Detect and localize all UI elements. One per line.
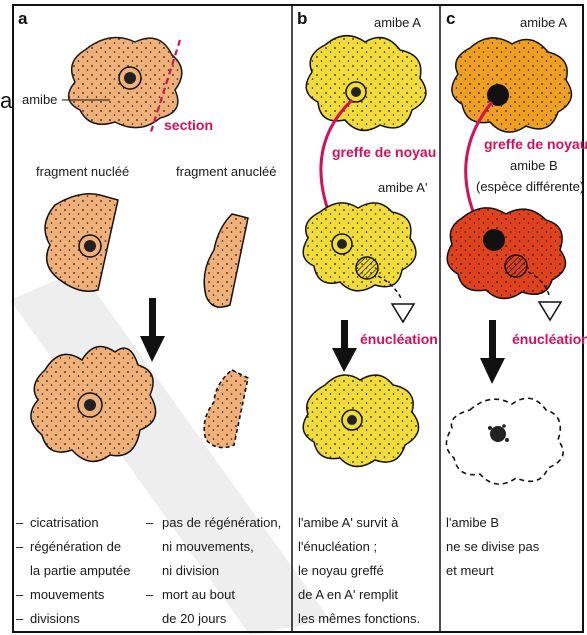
result-right-3: ni division bbox=[162, 563, 219, 578]
arrow-down-c bbox=[480, 320, 505, 384]
caption-c-1: l'amibe B bbox=[446, 515, 499, 530]
result-right-2: ni mouvements, bbox=[162, 539, 254, 554]
result-right-4: mort au bout bbox=[162, 587, 235, 602]
label-amibe-a: amibe bbox=[22, 92, 57, 107]
label-fragment-anucleated: fragment anucléé bbox=[176, 164, 276, 179]
label-b-graft: greffe de noyau bbox=[332, 144, 436, 160]
result-left-5: divisions bbox=[30, 611, 80, 626]
result-right-5: de 20 jours bbox=[162, 611, 227, 626]
label-b-amibe-a: amibe A bbox=[374, 15, 421, 30]
svg-text:–: – bbox=[16, 611, 24, 626]
results-left-list: – cicatrisation – régénération de la par… bbox=[16, 515, 130, 626]
svg-text:–: – bbox=[146, 515, 154, 530]
caption-c: l'amibe B ne se divise pas et meurt bbox=[446, 515, 540, 578]
nucleus-b-removed bbox=[356, 257, 378, 279]
caption-c-3: et meurt bbox=[446, 563, 494, 578]
svg-text:–: – bbox=[16, 539, 24, 554]
label-fragment-nucleated: fragment nucléé bbox=[36, 164, 129, 179]
label-b-amibe-a-prime: amibe A' bbox=[378, 180, 427, 195]
caption-b-5: les mêmes fonctions. bbox=[298, 611, 420, 626]
caption-b-3: le noyau greffé bbox=[298, 563, 384, 578]
label-section: section bbox=[164, 117, 213, 133]
label-c-amibe-b: amibe B bbox=[510, 158, 558, 173]
caption-b-4: de A en A' remplit bbox=[298, 587, 398, 602]
result-left-1: cicatrisation bbox=[30, 515, 99, 530]
result-right-1: pas de régénération, bbox=[162, 515, 281, 530]
svg-text:–: – bbox=[16, 587, 24, 602]
nucleus-c-removed bbox=[505, 255, 527, 277]
label-c-species: (espèce différente) bbox=[476, 179, 584, 194]
label-c-graft: greffe de noyau bbox=[484, 136, 587, 152]
label-c-amibe-a: amibe A bbox=[520, 15, 567, 30]
result-left-2: régénération de bbox=[30, 539, 121, 554]
amoeba-c-dead bbox=[446, 398, 563, 484]
caption-b-1: l'amibe A' survit à bbox=[298, 515, 399, 530]
enucleation-arrowhead-c bbox=[539, 302, 561, 320]
svg-text:–: – bbox=[16, 515, 24, 530]
nucleus-c-grafted bbox=[483, 229, 505, 251]
label-b-enucleation: énucléation bbox=[360, 331, 438, 347]
caption-c-2: ne se divise pas bbox=[446, 539, 540, 554]
nucleus-c-degenerate bbox=[488, 424, 509, 442]
label-c-enucleation: énucléation bbox=[512, 331, 587, 347]
result-left-4: mouvements bbox=[30, 587, 105, 602]
enucleation-arrowhead-b bbox=[392, 304, 414, 322]
result-left-3: la partie amputée bbox=[30, 563, 130, 578]
arrow-down-b bbox=[332, 320, 357, 372]
caption-b-2: l'énucléation ; bbox=[298, 539, 377, 554]
panel-c-letter: c bbox=[446, 9, 455, 28]
panel-b-letter: b bbox=[297, 9, 307, 28]
arrow-down-a bbox=[140, 298, 165, 362]
panel-a-letter: a bbox=[18, 9, 28, 28]
svg-text:–: – bbox=[146, 587, 154, 602]
